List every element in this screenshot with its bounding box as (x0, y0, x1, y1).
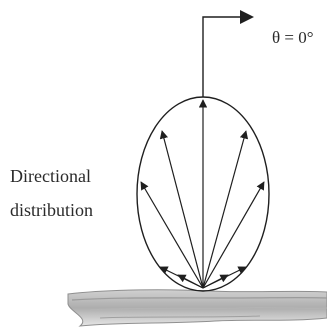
ray-left-2 (140, 181, 204, 289)
ray-right-4 (202, 274, 229, 289)
surface (67, 289, 327, 327)
theta-reference-arrow (202, 10, 254, 97)
side-label-line-1: Directional (10, 166, 91, 186)
ray-left-1 (159, 130, 204, 289)
ray-right-1 (202, 130, 249, 289)
theta-label: θ = 0° (272, 28, 314, 47)
ray-group (140, 99, 265, 289)
side-label-line-2: distribution (10, 200, 93, 220)
ray-right-2 (202, 181, 265, 289)
ray-left-4 (177, 274, 204, 289)
